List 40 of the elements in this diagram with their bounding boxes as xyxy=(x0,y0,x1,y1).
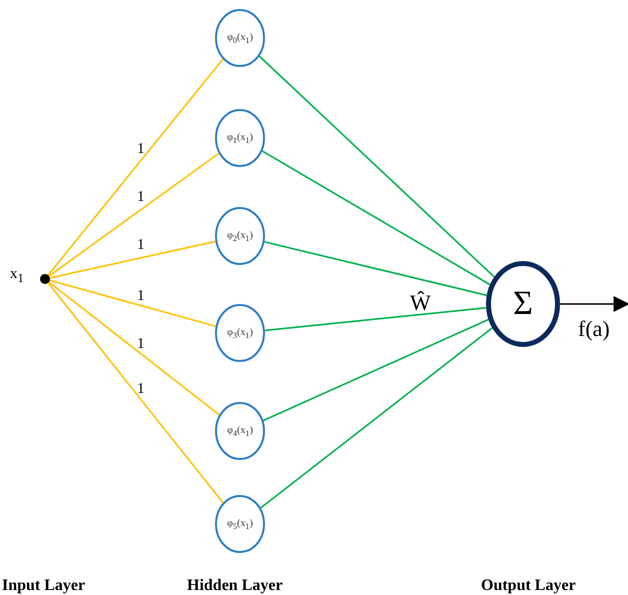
hidden-neuron xyxy=(215,402,265,460)
edge-label: 1 xyxy=(137,190,144,206)
connection-line xyxy=(48,281,220,416)
edge-label: 1 xyxy=(137,238,144,254)
connection-line xyxy=(264,306,486,332)
hidden-neuron xyxy=(215,207,265,265)
hidden-neuron xyxy=(215,495,265,553)
layer-title: Output Layer xyxy=(481,578,576,594)
input-dot xyxy=(40,274,50,284)
node-label: φ$_{5}$(x$_{1}$) xyxy=(227,518,253,530)
output-neuron xyxy=(486,261,560,347)
layer-title: Hidden Layer xyxy=(187,578,283,594)
edge-label: f(a) xyxy=(578,318,610,340)
connection-line xyxy=(50,280,216,328)
node-label: φ$_{0}$(x$_{1}$) xyxy=(227,32,253,44)
connection-line xyxy=(47,282,224,504)
node-label: φ$_{1}$(x$_{1}$) xyxy=(227,132,253,144)
hidden-neuron xyxy=(215,9,265,67)
hidden-neuron xyxy=(215,304,265,362)
output-arrow xyxy=(560,296,628,312)
edge-label: 1 xyxy=(137,337,144,352)
edge-label: 1 xyxy=(137,382,144,398)
node-label: φ$_{4}$(x$_{1}$) xyxy=(227,424,253,438)
connection-line xyxy=(258,56,495,278)
hidden-neuron xyxy=(215,109,265,167)
input-label: x$_{1}$ xyxy=(10,267,24,284)
edge-label: 1 xyxy=(137,142,144,157)
connection-line xyxy=(50,240,216,279)
sum-symbol: Σ xyxy=(513,285,533,323)
connection-line xyxy=(48,58,224,276)
node-label: φ$_{3}$(x$_{1}$) xyxy=(227,326,253,340)
node-label: φ$_{2}$(x$_{1}$) xyxy=(227,230,253,242)
layer-title: Input Layer xyxy=(2,578,86,594)
weight-label: Ŵ xyxy=(410,292,431,314)
connection-line xyxy=(260,327,493,508)
connection-line xyxy=(262,318,489,422)
edge-label: 1 xyxy=(137,289,144,304)
connection-line xyxy=(262,150,490,286)
connection-line xyxy=(48,152,220,277)
connection-line xyxy=(264,241,487,296)
